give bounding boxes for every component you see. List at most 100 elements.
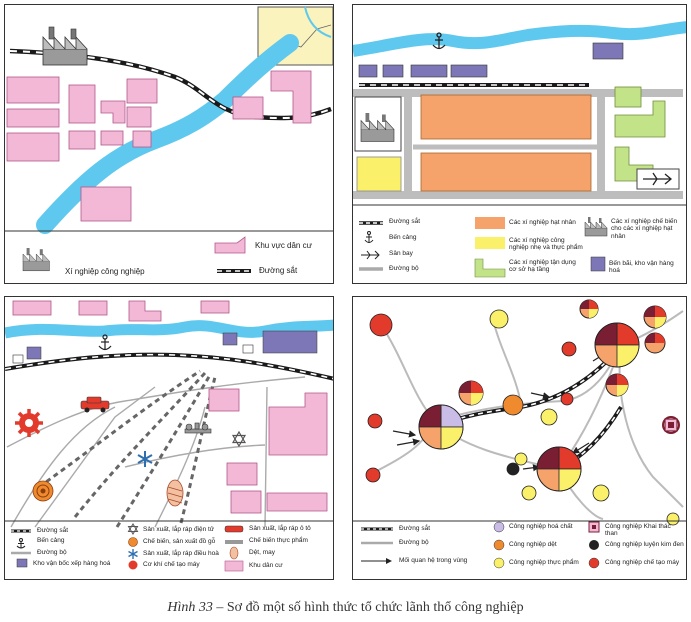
legend-machinery-icon <box>128 560 138 570</box>
legend-food-label: Chế biến thực phẩm <box>249 537 308 544</box>
textile-icon <box>166 479 184 507</box>
legend-port-icon <box>16 538 26 549</box>
legend-processing-label: Các xí nghiệp chế biến cho các xí nghiệp… <box>611 218 678 240</box>
legend-machinery-label: Cơ khí chế tạo máy <box>143 561 200 568</box>
legend-food-dot <box>493 557 505 569</box>
industrial-center-large-2 <box>594 322 640 368</box>
legend-appliances-label: Sản xuất, lắp ráp điều hoà <box>143 550 219 557</box>
industrial-center-medium <box>458 299 667 406</box>
legend-electronics-label: Sản xuất, lắp ráp điện tử <box>143 526 215 533</box>
legend-warehouse-icon <box>16 558 28 568</box>
electronics-star-icon <box>231 430 247 448</box>
legend-depot-label: Bến bãi, kho vận hàng hoá <box>609 260 674 275</box>
legend-machinery-dot <box>588 557 600 569</box>
legend-metallurgy-label: Công nghiệp luyện kim đen <box>605 541 684 548</box>
panel-industrial-zone: Đường sắt Bến cảng Sân bay Đường bộ Các … <box>352 4 687 284</box>
panel-industrial-region: Đường sắt Đường bộ Mối quan hệ trong vùn… <box>352 296 687 580</box>
legend-port-label: Bến cảng <box>37 537 65 544</box>
appliances-snowflake-icon <box>137 451 153 467</box>
legend-textile-label: Dệt, may <box>249 549 276 556</box>
legend-airport-label: Sân bay <box>389 250 413 257</box>
river <box>5 319 333 339</box>
caption-label: Hình 33 <box>167 600 213 615</box>
mining-dot <box>664 418 678 432</box>
rail-branches <box>38 369 217 528</box>
panel1-map <box>5 6 333 273</box>
legend-port-icon <box>364 231 374 243</box>
legend-processing-icon <box>584 217 608 237</box>
core-enterprise-block-1 <box>420 94 592 140</box>
legend-infra-swatch <box>474 258 506 278</box>
legend-residential-label: Khu dân cư <box>249 562 283 569</box>
legend-railway-label: Đường sắt <box>389 218 421 225</box>
panel4-map <box>353 299 686 569</box>
legend-machinery-label: Công nghiệp chế tạo máy <box>605 559 680 566</box>
core-enterprise-block-2 <box>420 152 592 192</box>
wood-processing-icon <box>32 480 54 502</box>
legend-appliances-icon <box>128 549 138 559</box>
infrastructure-blocks <box>614 86 666 182</box>
legend-industrial-label: Xí nghiệp công nghiệp <box>65 267 145 276</box>
warehouse-icon <box>12 332 254 364</box>
airplane-icon <box>643 172 673 186</box>
legend-automobile-icon <box>224 525 244 533</box>
panel2-map <box>353 21 686 278</box>
legend-electronics-icon <box>127 523 139 535</box>
legend-railway-label: Đường sắt <box>37 527 69 534</box>
legend-chemical-label: Công nghiệp hoá chất <box>509 523 573 530</box>
food-processing-icon <box>184 422 212 434</box>
legend-light-label: Các xí nghiệp công nghiệp nhẹ và thực ph… <box>509 237 583 252</box>
processing-factory-icon <box>360 113 395 142</box>
legend-relation-label: Mối quan hệ trong vùng <box>399 557 468 564</box>
legend-food-icon <box>225 540 243 544</box>
machinery-gear-icon <box>15 409 43 437</box>
legend-factory-icon <box>22 248 50 272</box>
residential-blocks-top <box>12 300 230 322</box>
panel-industrial-center: Đường sắt Bến cảng Đường bộ Kho vận bốc … <box>4 296 334 580</box>
legend-warehouse-label: Kho vận bốc xếp hàng hoá <box>33 560 111 567</box>
port-anchor-icon <box>432 32 446 50</box>
legend-residential-swatch <box>214 236 246 254</box>
legend-depot-swatch <box>590 256 606 272</box>
legend-textile-label: Công nghiệp dệt <box>509 541 557 548</box>
legend-wood-label: Chế biến, sản xuất đồ gỗ <box>143 538 216 545</box>
legend-food-label: Công nghiệp thực phẩm <box>509 559 579 566</box>
industrial-center-large-3 <box>536 446 582 492</box>
residential-blocks <box>6 70 312 222</box>
legend-chemical-dot <box>493 521 505 533</box>
legend-mining-dot <box>588 521 600 533</box>
legend-road-label: Đường bộ <box>37 549 67 556</box>
depot-block <box>262 330 318 354</box>
legend-road-label: Đường bộ <box>399 539 429 546</box>
legend-light-swatch <box>475 237 505 249</box>
legend-automobile-label: Sản xuất, lắp ráp ô tô <box>249 525 311 532</box>
legend-wood-icon <box>128 537 138 547</box>
legend-road-label: Đường bộ <box>389 265 419 272</box>
light-industry-block <box>356 156 402 192</box>
caption-text: – Sơ đồ một số hình thức tổ chức lãnh th… <box>212 600 524 615</box>
legend-infra-label: Các xí nghiệp tận dụng cơ sở hạ tầng <box>509 259 576 274</box>
legend-textile-dot <box>493 539 505 551</box>
legend-mining-label: Công nghiệp Khai thác than <box>605 523 671 538</box>
port-anchor-icon <box>98 334 112 351</box>
legend-railway-label: Đường sắt <box>259 266 298 275</box>
legend-residential-label: Khu vực dân cư <box>255 241 312 250</box>
legend-residential-swatch <box>224 560 244 572</box>
residential-blocks <box>208 388 328 514</box>
panel3-map <box>5 300 333 572</box>
regional-relation-arrows <box>392 350 611 472</box>
industrial-center-large-1 <box>418 404 464 450</box>
railway <box>5 352 333 381</box>
panel-industrial-point: Xí nghiệp công nghiệp Khu vực dân cư Đườ… <box>4 4 334 284</box>
inset-river <box>304 6 332 38</box>
legend-core-label: Các xí nghiệp hạt nhân <box>509 219 576 226</box>
river <box>353 21 686 57</box>
legend-textile-icon <box>229 546 239 560</box>
automobile-icon <box>80 396 110 413</box>
legend-port-label: Bến cảng <box>389 234 417 241</box>
river <box>36 34 299 234</box>
legend-core-swatch <box>475 217 505 229</box>
legend-airplane-icon <box>361 250 380 260</box>
figure-caption: Hình 33 – Sơ đồ một số hình thức tổ chức… <box>0 600 691 616</box>
legend-railway-label: Đường sắt <box>399 525 431 532</box>
